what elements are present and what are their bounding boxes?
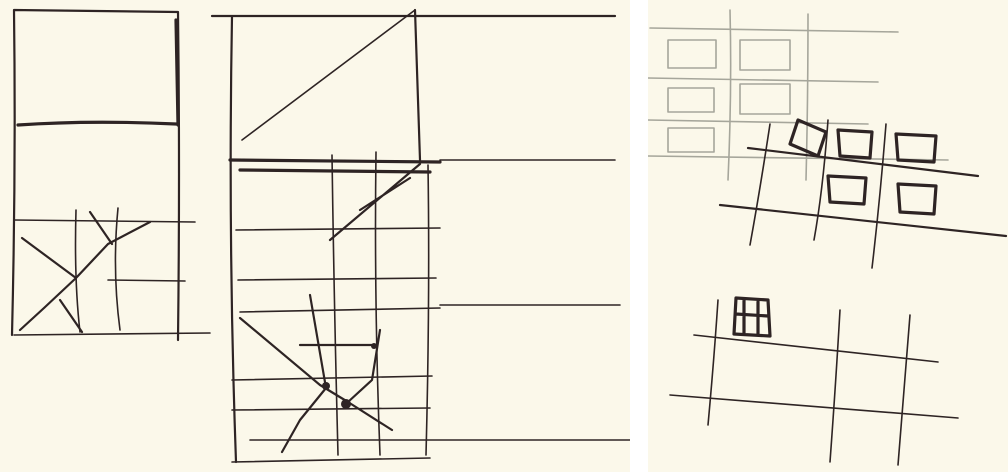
ink-node [371,343,377,349]
sketch-panel-left [0,0,630,472]
lower-grid [670,298,958,465]
ink-node [341,399,351,409]
sketch-panel-right [648,0,1008,472]
column-sketch-b [212,10,630,462]
grid-sketch-right [648,0,1008,472]
grid-sketch-left [0,0,630,472]
ink-node [322,382,330,390]
column-sketch-a [12,10,210,340]
rotated-grid [720,120,1006,268]
